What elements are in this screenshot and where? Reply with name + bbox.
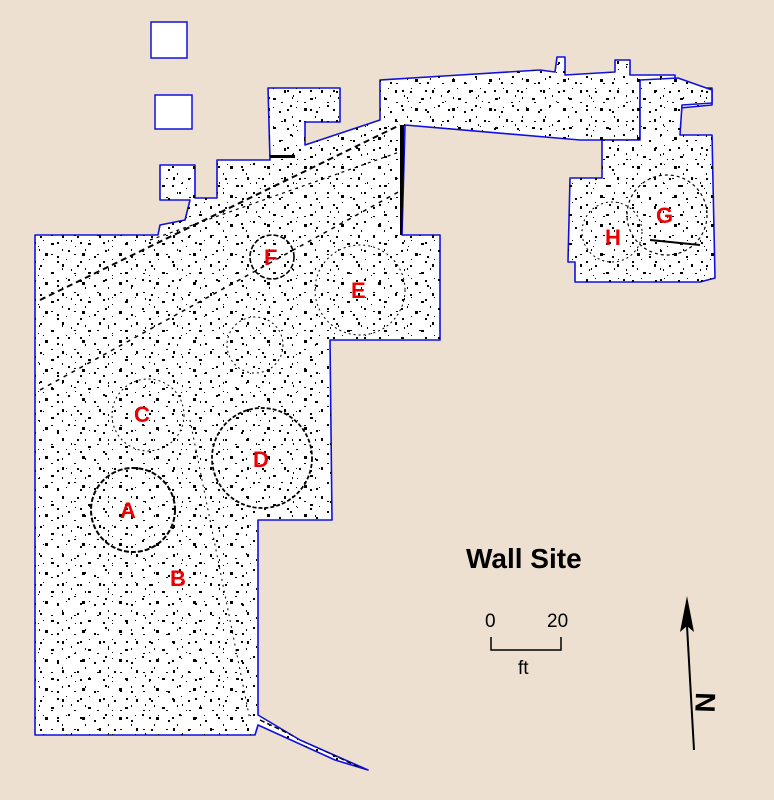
feature-label-g: G: [656, 203, 673, 228]
north-arrow-icon: N: [680, 596, 721, 751]
feature-g-circle: [626, 174, 708, 256]
feature-outlines: [90, 174, 708, 553]
scale-bar-end-label: 20: [547, 611, 568, 632]
north-arrow-label: N: [689, 692, 721, 713]
feature-h-circle: [581, 201, 643, 263]
feature-f-circle: [249, 234, 295, 280]
feature-label-c: C: [134, 402, 150, 427]
scale-bar-start-label: 0: [485, 611, 496, 632]
feature-label-f: F: [264, 245, 277, 270]
scale-bar-unit-label: ft: [518, 658, 529, 679]
excavation-unit-small-square: [150, 21, 188, 59]
excavation-unit-small-square-2: [154, 94, 193, 130]
feature-e-circle: [314, 244, 406, 336]
feature-label-e: E: [351, 278, 366, 303]
feature-interior-circle: [226, 316, 284, 374]
feature-label-b: B: [170, 566, 186, 591]
scale-bar: 0 20 ft: [485, 611, 568, 679]
feature-label-a: A: [120, 498, 136, 523]
feature-c-circle: [111, 378, 185, 452]
feature-a-circle: [90, 467, 176, 553]
feature-labels: A B C D E F G H: [120, 203, 673, 591]
map-title: Wall Site: [466, 543, 582, 574]
feature-label-h: H: [605, 225, 621, 250]
feature-d-circle: [211, 407, 313, 509]
feature-label-d: D: [253, 447, 269, 472]
